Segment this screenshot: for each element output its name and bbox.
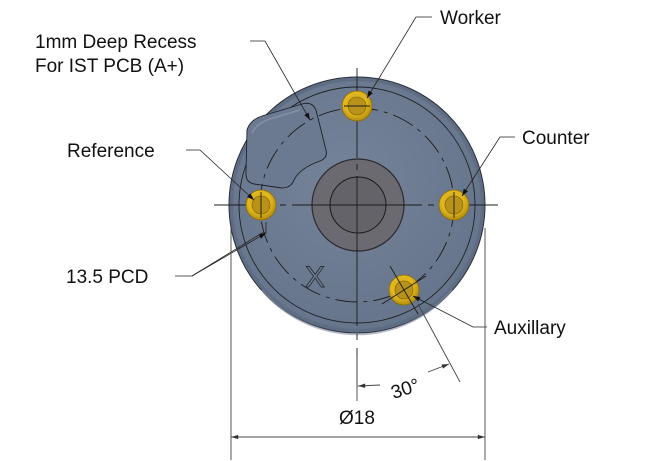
callout-counter: Counter [522, 128, 590, 149]
hole-auxillary [381, 265, 427, 315]
leader-auxillary [412, 295, 487, 328]
callout-reference: Reference [67, 141, 155, 162]
leader-pcd [175, 222, 267, 277]
callout-auxillary: Auxillary [494, 318, 566, 339]
part-mark-x: X [305, 261, 325, 294]
angle-dimension [356, 303, 461, 401]
callout-pcd: 13.5 PCD [66, 267, 148, 288]
callout-worker: Worker [440, 8, 502, 29]
pcb-recess [245, 102, 327, 189]
angle-value: 30° [389, 375, 423, 404]
diameter-value: Ø18 [339, 408, 375, 429]
hole-worker [341, 90, 373, 122]
hole-counter [438, 189, 470, 221]
leader-recess [250, 40, 311, 121]
diameter-extension-lines [230, 228, 486, 460]
callout-recess-line2: For IST PCB (A+) [35, 56, 184, 77]
leader-worker [366, 16, 432, 99]
leader-counter [461, 136, 515, 197]
leader-reference [186, 149, 255, 201]
callout-recess-line1: 1mm Deep Recess [35, 32, 197, 53]
hole-reference [245, 189, 277, 221]
